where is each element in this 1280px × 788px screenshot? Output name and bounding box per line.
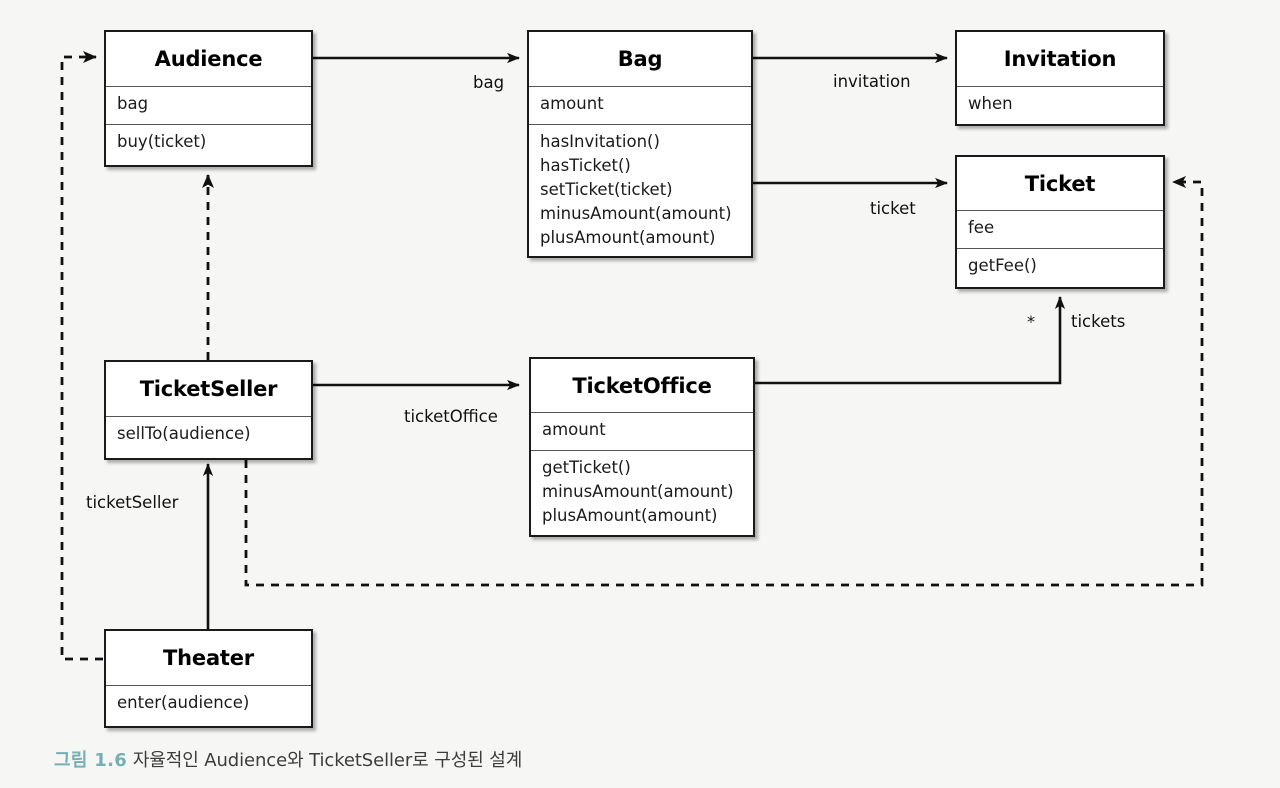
figure-caption: 그림 1.6 자율적인 Audience와 TicketSeller로 구성된 … — [54, 746, 522, 772]
class-attributes-invitation: when — [957, 86, 1163, 126]
class-box-ticketoffice[interactable]: TicketOffice amount getTicket() minusAmo… — [529, 357, 755, 537]
operation-row: minusAmount(amount) — [540, 204, 732, 223]
edge-multiplicity-tickets: * — [1027, 312, 1035, 331]
class-operations-bag: hasInvitation() hasTicket() setTicket(ti… — [529, 124, 751, 260]
operation-row: sellTo(audience) — [117, 424, 251, 443]
edge-theater-audience — [60, 51, 103, 661]
edge-label-ticketseller: ticketSeller — [86, 493, 179, 512]
class-name-bag: Bag — [617, 47, 663, 71]
class-operations-theater: enter(audience) — [106, 685, 311, 728]
class-attributes-ticketoffice: amount — [531, 412, 753, 450]
attribute-row: amount — [540, 94, 604, 113]
class-operations-audience: buy(ticket) — [106, 124, 311, 169]
class-name-ticket: Ticket — [1024, 171, 1096, 196]
operation-row: hasTicket() — [540, 156, 631, 175]
figure-number: 그림 1.6 — [54, 750, 128, 771]
class-operations-ticketseller: sellTo(audience) — [106, 416, 311, 460]
attribute-row: amount — [542, 420, 606, 439]
class-name-invitation: Invitation — [1003, 47, 1117, 71]
edge-ticketseller-ticket — [244, 176, 1204, 587]
class-attributes-ticket: fee — [957, 210, 1163, 248]
attribute-row: bag — [117, 94, 149, 113]
operation-row: hasInvitation() — [540, 132, 660, 151]
class-name-theater: Theater — [163, 646, 254, 670]
figure-caption-text: 자율적인 Audience와 TicketSeller로 구성된 설계 — [132, 750, 523, 771]
class-name-ticketseller: TicketSeller — [139, 377, 278, 401]
operation-row: getTicket() — [542, 458, 631, 477]
class-box-audience[interactable]: Audience bag buy(ticket) — [104, 30, 313, 167]
edge-ticketoffice-ticket — [755, 296, 1066, 385]
class-box-ticketseller[interactable]: TicketSeller sellTo(audience) — [104, 360, 313, 460]
class-box-theater[interactable]: Theater enter(audience) — [104, 629, 313, 728]
attribute-row: when — [968, 94, 1013, 113]
operation-row: getFee() — [968, 256, 1037, 275]
class-box-bag[interactable]: Bag amount hasInvitation() hasTicket() s… — [527, 30, 753, 258]
operation-row: buy(ticket) — [117, 132, 207, 151]
edge-label-ticket: ticket — [870, 199, 916, 218]
edge-label-bag: bag — [473, 73, 505, 92]
operation-row: setTicket(ticket) — [540, 180, 673, 199]
class-attributes-audience: bag — [106, 86, 311, 124]
attribute-row: fee — [968, 218, 995, 237]
class-name-ticketoffice: TicketOffice — [572, 373, 712, 398]
class-name-audience: Audience — [154, 47, 263, 71]
class-box-invitation[interactable]: Invitation when — [955, 30, 1165, 126]
operation-row: enter(audience) — [117, 693, 250, 712]
edge-label-ticketoffice: ticketOffice — [404, 407, 498, 426]
operation-row: plusAmount(amount) — [542, 506, 718, 525]
class-box-ticket[interactable]: Ticket fee getFee() — [955, 155, 1165, 289]
class-attributes-bag: amount — [529, 86, 751, 124]
edge-label-tickets: tickets — [1071, 312, 1126, 331]
edge-label-invitation: invitation — [833, 72, 911, 91]
operation-row: minusAmount(amount) — [542, 482, 734, 501]
class-operations-ticketoffice: getTicket() minusAmount(amount) plusAmou… — [531, 450, 753, 539]
class-operations-ticket: getFee() — [957, 248, 1163, 289]
operation-row: plusAmount(amount) — [540, 228, 716, 247]
